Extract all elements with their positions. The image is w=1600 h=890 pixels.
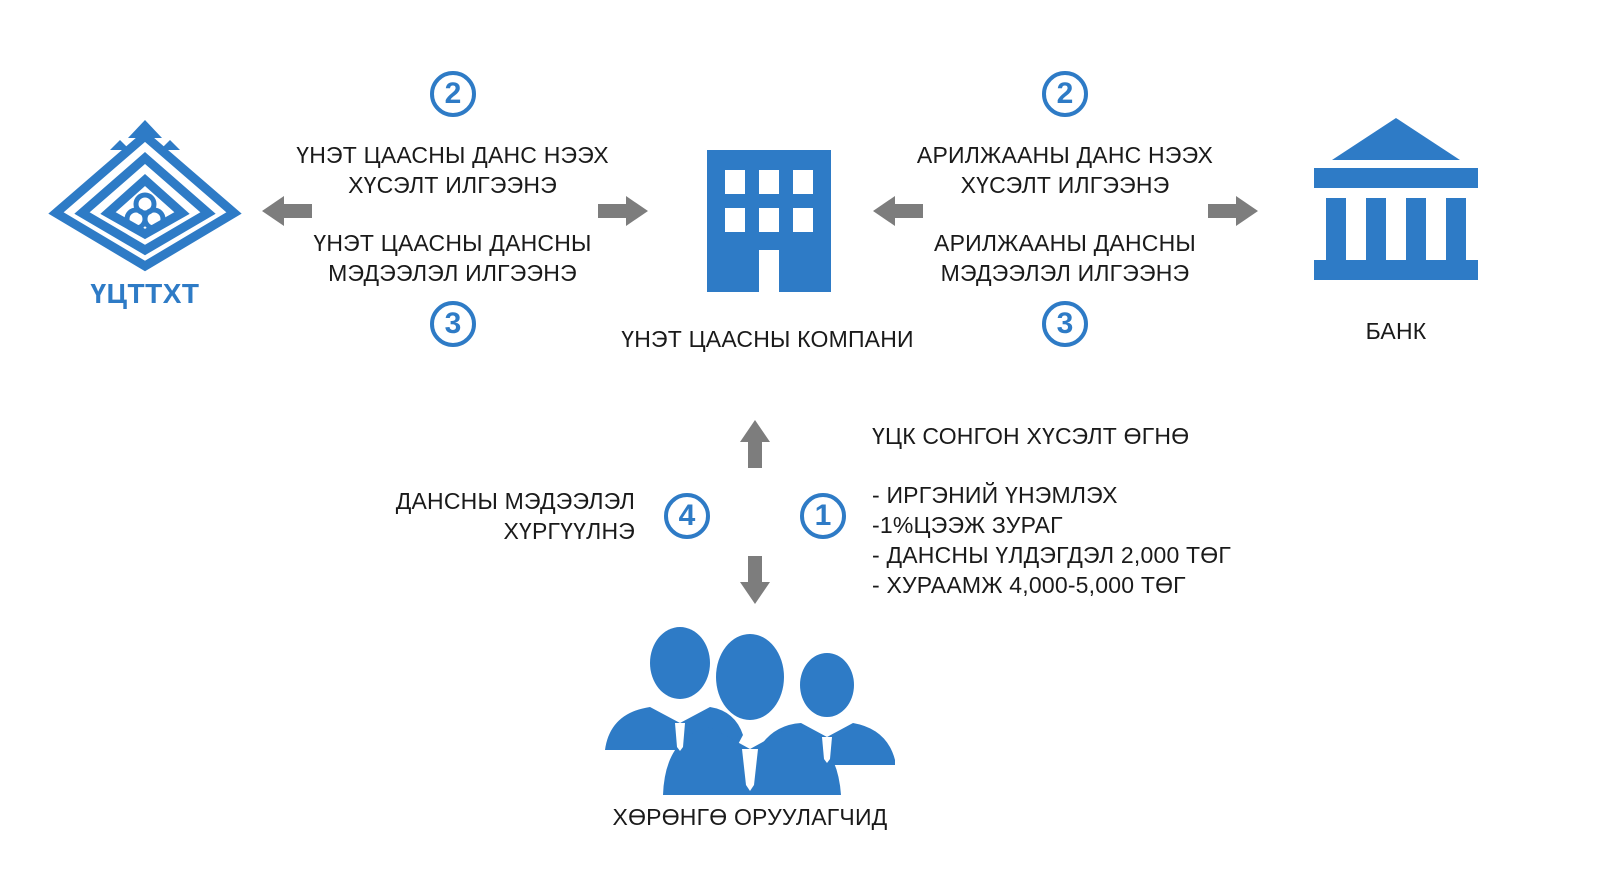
csd-request-text: ҮНЭТ ЦААСНЫ ДАНС НЭЭХ ХҮСЭЛТ ИЛГЭЭНЭ [296, 142, 609, 198]
requirement-item: - ДАНСНЫ ҮЛДЭГДЭЛ 2,000 ТӨГ [872, 542, 1232, 568]
step-badge-2-right: 2 [1042, 71, 1088, 117]
investors-group-icon [605, 627, 895, 795]
step-badge-2-left: 2 [430, 71, 476, 117]
requirement-item: -1%ЦЭЭЖ ЗУРАГ [872, 512, 1063, 538]
bank-reply-text: АРИЛЖААНЫ ДАНСНЫ МЭДЭЭЛЭЛ ИЛГЭЭНЭ [934, 230, 1196, 286]
account-info-text: ДАНСНЫ МЭДЭЭЛЭЛ ХҮРГҮҮЛНЭ [395, 488, 635, 544]
arrow-left-to-csd [262, 196, 312, 226]
arrow-down-to-investors [740, 556, 770, 604]
csd-logo-icon [48, 120, 242, 272]
step-badge-4: 4 [664, 493, 710, 539]
step-badge-3-right: 3 [1042, 301, 1088, 347]
requirement-item: - ХУРААМЖ 4,000-5,000 ТӨГ [872, 572, 1186, 598]
company-label: ҮНЭТ ЦААСНЫ КОМПАНИ [621, 326, 914, 352]
csd-node: ҮЦТТХТ [48, 118, 242, 309]
bank-request-text: АРИЛЖААНЫ ДАНС НЭЭХ ХҮСЭЛТ ИЛГЭЭНЭ [916, 142, 1214, 198]
arrow-left-to-company [873, 196, 923, 226]
csd-label: ҮЦТТХТ [90, 278, 200, 309]
requirement-item: - ИРГЭНИЙ ҮНЭМЛЭХ [872, 482, 1118, 508]
arrow-right-to-company [598, 196, 648, 226]
office-building-icon [707, 150, 831, 292]
arrow-right-to-bank [1208, 196, 1258, 226]
investors-label: ХӨРӨНГӨ ОРУУЛАГЧИД [612, 804, 888, 830]
step-badge-3-left: 3 [430, 301, 476, 347]
bank-label: БАНК [1365, 318, 1427, 344]
arrow-up-to-company [740, 420, 770, 468]
csd-reply-text: ҮНЭТ ЦААСНЫ ДАНСНЫ МЭДЭЭЛЭЛ ИЛГЭЭНЭ [313, 230, 592, 286]
step-badge-1: 1 [800, 493, 846, 539]
requirements-list: - ИРГЭНИЙ ҮНЭМЛЭХ -1%ЦЭЭЖ ЗУРАГ - ДАНСНЫ… [872, 480, 1231, 600]
request-title: ҮЦК СОНГОН ХҮСЭЛТ ӨГНӨ [872, 423, 1190, 449]
bank-icon [1314, 118, 1478, 280]
